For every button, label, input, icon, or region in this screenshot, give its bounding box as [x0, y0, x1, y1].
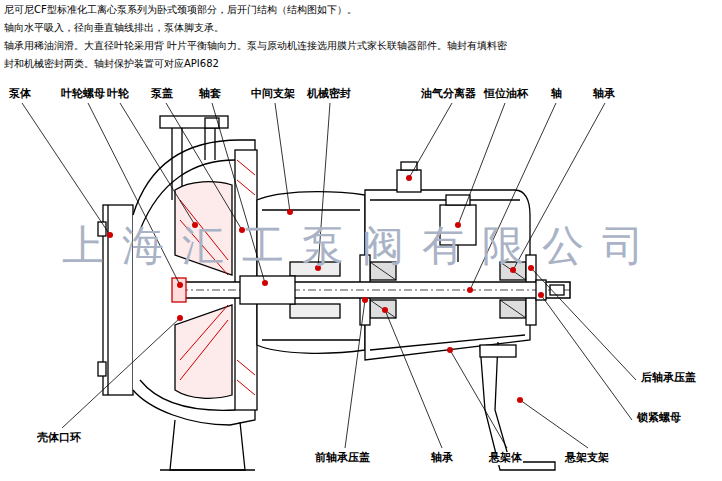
part-label: 中间支架 — [250, 88, 296, 101]
intro-text: 轴承用稀油润滑。大直径叶轮采用背 叶片平衡轴向力。泵与原动机连接选用膜片式家长联… — [4, 40, 507, 52]
watermark: 上海汇工泵阀有限公司 — [62, 222, 662, 270]
part-label: 叶轮 — [106, 88, 130, 101]
intro-text: 封和机械密封两类。轴封保护装置可对应API682 — [4, 58, 219, 70]
part-label: 轴承 — [430, 452, 454, 465]
intro-text: 轴向水平吸入，径向垂直轴线排出，泵体脚支承。 — [4, 22, 224, 34]
part-label: 后轴承压盖 — [640, 372, 697, 385]
part-label: 恒位油杯 — [483, 88, 529, 101]
part-label: 轴 — [550, 88, 563, 101]
part-label: 泵体 — [8, 88, 32, 101]
part-label: 前轴承压盖 — [314, 452, 371, 465]
part-label: 锁紧螺母 — [636, 412, 682, 425]
part-label: 悬架体 — [488, 452, 523, 465]
part-label: 油气分离器 — [420, 88, 477, 101]
part-label: 叶轮螺母 — [60, 88, 106, 101]
part-label: 悬架支架 — [564, 452, 610, 465]
part-label: 机械密封 — [306, 88, 352, 101]
intro-text: 尼可尼CF型标准化工离心泵系列为卧式颈项部分，后开门结构（结构图如下）。 — [4, 4, 357, 16]
part-label: 轴承 — [592, 88, 616, 101]
part-label: 轴套 — [198, 88, 222, 101]
part-label: 壳体口环 — [36, 432, 82, 445]
part-label: 泵盖 — [150, 88, 174, 101]
